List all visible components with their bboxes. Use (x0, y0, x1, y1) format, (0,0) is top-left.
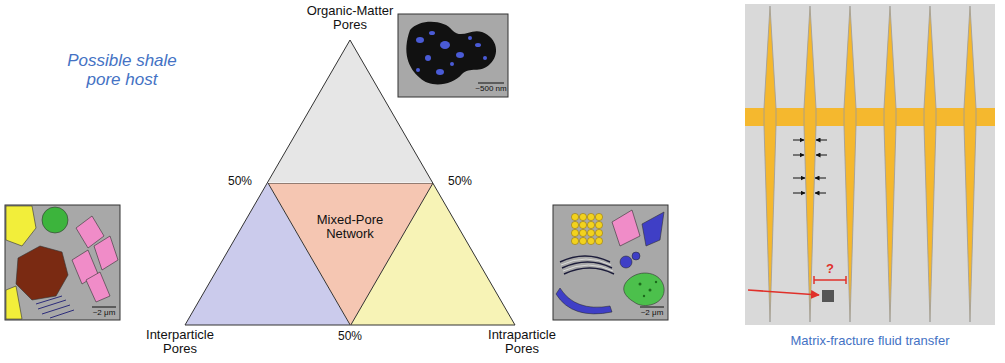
axis-label: Interparticle Pores (135, 328, 225, 357)
scale-label: ~2 μm (89, 309, 119, 318)
diagram-caption: Matrix-fracture fluid transfer (755, 334, 985, 348)
fracture-schematic (745, 4, 995, 325)
framboid-sphere (587, 229, 594, 236)
framboid-sphere (571, 213, 578, 220)
framboid-sphere (595, 221, 602, 228)
region-label: Mixed-Pore Network (308, 213, 392, 242)
fracture-spike (764, 6, 776, 322)
framboid-sphere (579, 229, 586, 236)
transfer-arrows (793, 140, 827, 193)
framboid-sphere (579, 237, 586, 244)
framboid-sphere (571, 221, 578, 228)
framboid-sphere (571, 229, 578, 236)
fracture-spike (964, 6, 976, 322)
framboid-sphere (595, 213, 602, 220)
region-outline (268, 183, 433, 326)
framboid-sphere (595, 229, 602, 236)
framboid-sphere (579, 221, 586, 228)
percent-label: 50% (330, 330, 370, 343)
percent-label: 50% (220, 175, 260, 188)
percent-label: 50% (440, 175, 480, 188)
question-mark: ? (822, 262, 838, 276)
fracture-spike (844, 6, 856, 322)
matrix-block (822, 290, 834, 302)
intraparticle-pore-inset (553, 205, 668, 320)
interparticle-pore-inset (5, 205, 120, 320)
scale-label: ~500 nm (474, 85, 508, 94)
scale-label: ~2 μm (637, 309, 667, 318)
diagram-title: Possible shale pore host (52, 52, 192, 89)
framboid-sphere (571, 237, 578, 244)
framboid-sphere (579, 213, 586, 220)
framboid-sphere (587, 213, 594, 220)
framboid-sphere (587, 237, 594, 244)
mixed-pore-region: Mixed-Pore Network (268, 183, 433, 326)
fracture-spike (884, 6, 896, 322)
organic-pore-inset (398, 14, 508, 97)
fracture-spike (804, 6, 816, 322)
framboid-sphere (595, 237, 602, 244)
axis-label: Intraparticle Pores (477, 328, 567, 357)
region-shape (268, 183, 433, 326)
axis-label: Organic-Matter Pores (295, 4, 405, 33)
fracture-spike (924, 6, 936, 322)
framboid-sphere (587, 221, 594, 228)
